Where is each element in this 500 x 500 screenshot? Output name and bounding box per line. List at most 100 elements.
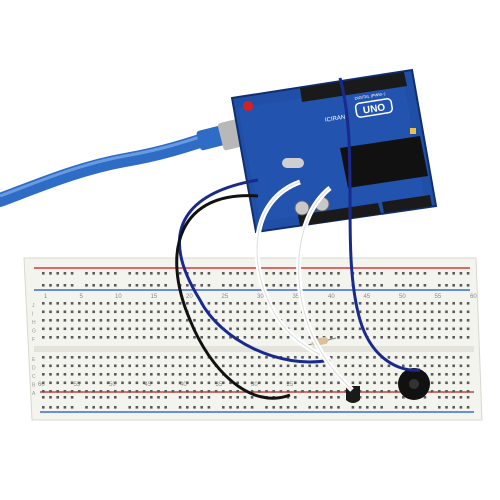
breadboard-hole [294,302,297,305]
breadboard-hole [402,327,405,331]
breadboard-hole [344,319,347,322]
breadboard-hole [279,336,283,339]
breadboard-hole [106,364,110,368]
breadboard-hole [430,364,434,368]
breadboard-hole [445,284,448,287]
breadboard-hole [279,364,283,368]
breadboard-hole [186,327,189,331]
breadboard-hole [394,327,398,331]
breadboard-hole [200,336,203,339]
breadboard-hole [250,310,254,314]
breadboard-hole [423,319,427,322]
breadboard-hole [222,310,225,314]
breadboard-hole [351,302,355,305]
column-number: 15 [151,294,158,300]
breadboard-hole [56,364,59,368]
breadboard-hole [70,336,74,339]
breadboard-hole [92,272,95,275]
breadboard-hole [49,373,52,376]
breadboard-hole [466,406,470,409]
breadboard-hole [402,336,405,339]
breadboard-hole [99,310,103,314]
breadboard-hole [164,336,167,339]
breadboard-hole [56,336,59,339]
breadboard-hole [85,381,88,385]
breadboard-hole [114,396,117,399]
breadboard-hole [243,336,247,339]
breadboard-hole [236,356,239,359]
breadboard-hole [85,336,88,339]
breadboard-hole [373,356,376,359]
breadboard-hole [279,302,283,305]
breadboard-hole [438,272,441,275]
breadboard-hole [114,356,117,359]
breadboard-hole [380,390,383,393]
breadboard-hole [394,336,398,339]
breadboard-hole [294,406,297,409]
breadboard-hole [56,356,59,359]
breadboard-hole [56,390,59,393]
breadboard-hole [423,272,427,275]
breadboard-hole [214,373,218,376]
breadboard-hole [222,272,225,275]
breadboard-hole [265,272,268,275]
breadboard-hole [250,364,254,368]
breadboard-hole [171,364,175,368]
breadboard-hole [315,336,319,339]
breadboard-hole [322,373,326,376]
breadboard-hole [459,336,463,339]
breadboard-hole [459,381,463,385]
breadboard-hole [222,381,225,385]
breadboard-hole [193,381,196,385]
breadboard-hole [272,373,275,376]
wire-navy-2 [338,77,421,372]
breadboard-hole [322,390,326,393]
breadboard-hole [466,284,470,287]
breadboard-hole [142,284,146,287]
breadboard-hole [258,319,261,322]
breadboard-hole [164,381,167,385]
breadboard-hole [308,319,311,322]
breadboard-hole [430,310,434,314]
breadboard-hole [301,327,304,331]
breadboard-hole [128,310,131,314]
breadboard-hole [92,310,95,314]
breadboard-hole [265,406,268,409]
breadboard-hole [236,390,239,393]
breadboard-hole [402,284,405,287]
breadboard-hole [358,356,362,359]
breadboard-hole [78,327,81,331]
breadboard-hole [387,319,391,322]
breadboard-hole [416,284,419,287]
breadboard-hole [380,364,383,368]
uno-logo: UNO ICIRAN DIGITAL (PWM~) [325,91,393,124]
breadboard-hole [301,319,304,322]
breadboard-hole [294,381,297,385]
breadboard-hole [63,406,67,409]
breadboard-hole [186,284,189,287]
breadboard-hole [121,302,124,305]
header-label: DIGITAL (PWM~) [354,91,386,101]
breadboard-hole [200,364,203,368]
breadboard-hole [409,319,412,322]
breadboard-hole [250,390,254,393]
breadboard-hole [243,319,247,322]
breadboard-hole [178,319,182,322]
breadboard-hole [121,381,124,385]
breadboard-hole [135,390,139,393]
breadboard-hole [63,390,67,393]
breadboard-hole [99,336,103,339]
breadboard-hole [49,319,52,322]
breadboard-hole [63,319,67,322]
column-number: 40 [328,294,335,300]
breadboard-hole [286,406,290,409]
breadboard-hole [70,327,74,331]
breadboard-hole [222,390,225,393]
breadboard-hole [250,272,254,275]
breadboard-hole [315,390,319,393]
breadboard-hole [229,336,232,339]
breadboard-hole [171,302,175,305]
breadboard-hole [402,310,405,314]
